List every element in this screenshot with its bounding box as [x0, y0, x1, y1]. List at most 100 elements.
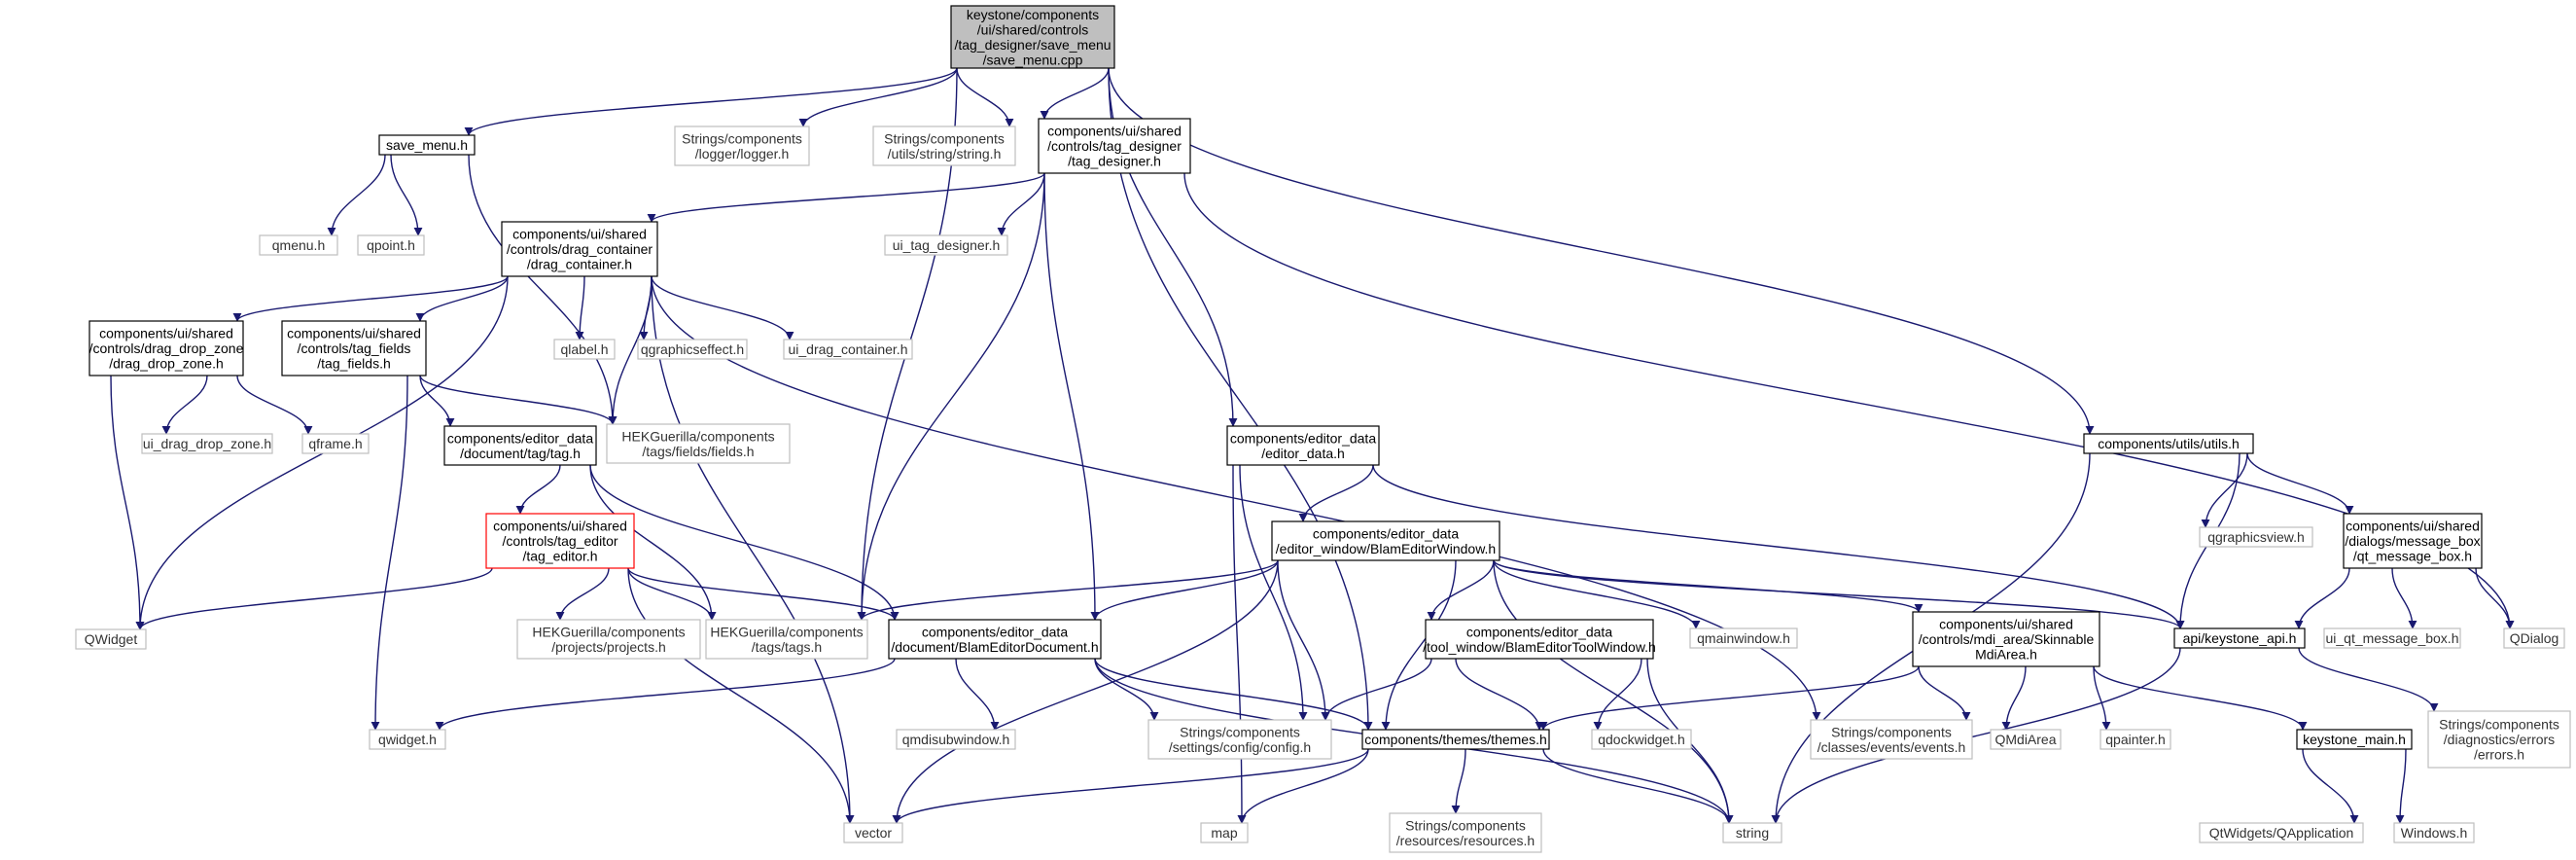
node-label-line: qgraphicsview.h	[2207, 529, 2305, 545]
node-windows_h[interactable]: Windows.h	[2393, 822, 2475, 843]
node-label-line: string	[1736, 825, 1769, 841]
node-projects_h[interactable]: HEKGuerilla/components/projects/projects…	[516, 619, 701, 660]
node-errors_h[interactable]: Strings/components/diagnostics/errors/er…	[2427, 710, 2571, 769]
node-label-line: /editor_data.h	[1261, 446, 1345, 461]
node-tag_fields_h[interactable]: components/ui/shared/controls/tag_fields…	[281, 320, 427, 376]
node-box	[1912, 611, 2100, 667]
edge-keystone_main_h-to-windows_h	[2395, 748, 2407, 824]
node-qgraphicseffect_h[interactable]: qgraphicseffect.h	[637, 339, 748, 360]
edge-skinnable_mdi_h-to-themes_h	[1538, 665, 1920, 731]
edge-drag_drop_zone_h-to-ui_drag_drop_zone_h	[161, 375, 208, 435]
node-ui_qt_message_box_h[interactable]: ui_qt_message_box.h	[2323, 627, 2461, 649]
node-qmenu_h[interactable]: qmenu.h	[259, 234, 338, 256]
node-qmdisubwindow_h[interactable]: qmdisubwindow.h	[896, 729, 1016, 750]
node-resources_h[interactable]: Strings/components/resources/resources.h	[1389, 812, 1542, 853]
node-label-line: ui_drag_drop_zone.h	[143, 436, 271, 451]
node-label-line: components/editor_data	[1466, 624, 1612, 639]
edge-tag_fields_h-to-qwidget_h	[371, 375, 408, 731]
edge-save_menu_cpp-to-tag_designer_h	[1040, 67, 1110, 120]
edge-qt_message_box_h-to-ui_qt_message_box_h	[2391, 567, 2417, 629]
node-qpainter_h[interactable]: qpainter.h	[2100, 729, 2171, 750]
node-tag_h[interactable]: components/editor_data/document/tag/tag.…	[443, 425, 597, 466]
node-box	[888, 619, 1102, 660]
edge-drag_container_h-to-tag_fields_h	[415, 275, 509, 322]
node-skinnable_mdi_h[interactable]: components/ui/shared/controls/mdi_area/S…	[1912, 611, 2100, 667]
node-blam_editor_window_h[interactable]: components/editor_data/editor_window/Bla…	[1271, 520, 1500, 561]
node-qgraphicsview_h[interactable]: qgraphicsview.h	[2199, 526, 2313, 548]
edge-qt_message_box_h-to-keystone_api_h	[2294, 567, 2350, 629]
node-label-line: qpoint.h	[367, 237, 415, 253]
node-box	[1271, 520, 1500, 561]
node-label-line: Strings/components	[682, 130, 802, 146]
node-blam_editor_document_h[interactable]: components/editor_data/document/BlamEdit…	[888, 619, 1102, 660]
node-editor_data_h[interactable]: components/editor_data/editor_data.h	[1226, 425, 1380, 466]
node-vector[interactable]: vector	[843, 822, 903, 843]
node-qapplication[interactable]: QtWidgets/QApplication	[2199, 822, 2364, 843]
node-qmdiarea[interactable]: QMdiArea	[1990, 729, 2062, 750]
node-map[interactable]: map	[1200, 822, 1249, 843]
node-blam_tool_window_h[interactable]: components/editor_data/tool_window/BlamE…	[1423, 619, 1656, 660]
node-qmainwindow_h[interactable]: qmainwindow.h	[1689, 627, 1798, 649]
node-qpoint_h[interactable]: qpoint.h	[357, 234, 425, 256]
node-box	[2199, 526, 2313, 548]
node-box	[637, 339, 748, 360]
node-events_h[interactable]: Strings/components/classes/events/events…	[1810, 719, 1973, 760]
node-label-line: Windows.h	[2401, 825, 2467, 841]
node-label-line: qwidget.h	[378, 732, 437, 747]
node-save_menu_h[interactable]: save_menu.h	[378, 134, 476, 156]
node-qdockwidget_h[interactable]: qdockwidget.h	[1591, 729, 1692, 750]
edge-save_menu_cpp-to-themes_h	[1108, 67, 1373, 731]
node-ui_drag_container_h[interactable]: ui_drag_container.h	[783, 339, 913, 360]
node-ui_drag_drop_zone_h[interactable]: ui_drag_drop_zone.h	[141, 433, 273, 454]
node-qframe_h[interactable]: qframe.h	[301, 433, 370, 454]
edge-drag_container_h-to-drag_drop_zone_h	[232, 275, 509, 322]
edge-blam_editor_document_h-to-themes_h	[1094, 658, 1373, 731]
node-box	[872, 125, 1016, 166]
node-label-line: components/editor_data	[922, 624, 1068, 639]
node-themes_h[interactable]: components/themes/themes.h	[1361, 729, 1550, 750]
edge-skinnable_mdi_h-to-events_h	[1918, 665, 1971, 721]
node-label-line: /controls/drag_drop_zone	[89, 340, 244, 356]
node-config_h[interactable]: Strings/components/settings/config/confi…	[1147, 719, 1332, 760]
node-qt_message_box_h[interactable]: components/ui/shared/dialogs/message_box…	[2343, 513, 2483, 569]
node-box	[75, 628, 147, 650]
node-qlabel_h[interactable]: qlabel.h	[553, 339, 616, 360]
edge-blam_editor_window_h-to-themes_h	[1381, 559, 1457, 731]
node-string_h[interactable]: Strings/components/utils/string/string.h	[872, 125, 1016, 166]
node-box	[2343, 513, 2483, 569]
node-string[interactable]: string	[1722, 822, 1782, 843]
node-tags_h[interactable]: HEKGuerilla/components/tags/tags.h	[705, 619, 868, 660]
edge-tag_editor_h-to-tags_h	[627, 567, 717, 621]
node-box	[1226, 425, 1380, 466]
node-drag_container_h[interactable]: components/ui/shared/controls/drag_conta…	[501, 221, 658, 277]
node-box	[2199, 822, 2364, 843]
node-logger_h[interactable]: Strings/components/logger/logger.h	[674, 125, 810, 166]
node-box	[783, 339, 913, 360]
node-label-line: /projects/projects.h	[551, 639, 666, 655]
node-drag_drop_zone_h[interactable]: components/ui/shared/controls/drag_drop_…	[88, 320, 244, 376]
node-qwidget_h[interactable]: qwidget.h	[369, 729, 446, 750]
node-keystone_main_h[interactable]: keystone_main.h	[2296, 729, 2413, 750]
node-box	[1425, 619, 1654, 660]
node-tag_editor_h[interactable]: components/ui/shared/controls/tag_editor…	[485, 513, 635, 569]
node-label-line: /classes/events/events.h	[1817, 739, 1966, 755]
edge-drag_container_h-to-vector	[651, 275, 855, 824]
edge-blam_editor_window_h-to-tags_h	[857, 559, 1279, 621]
node-fields_h[interactable]: HEKGuerilla/components/tags/fields/field…	[606, 423, 791, 464]
node-utils_h[interactable]: components/utils/utils.h	[2083, 433, 2254, 454]
node-box	[1389, 812, 1542, 853]
node-label-line: MdiArea.h	[1975, 647, 2037, 663]
node-box	[357, 234, 425, 256]
node-box	[516, 619, 701, 660]
edge-blam_editor_window_h-to-blam_editor_document_h	[1090, 559, 1279, 621]
node-qdialog[interactable]: QDialog	[2503, 627, 2565, 649]
node-qwidget_upper[interactable]: QWidget	[75, 628, 147, 650]
node-ui_tag_designer_h[interactable]: ui_tag_designer.h	[884, 234, 1008, 256]
node-label-line: components/ui/shared	[99, 326, 233, 341]
node-tag_designer_h[interactable]: components/ui/shared/controls/tag_design…	[1038, 118, 1191, 174]
edge-blam_editor_window_h-to-string	[1493, 559, 1734, 824]
node-keystone_api_h[interactable]: api/keystone_api.h	[2173, 627, 2306, 649]
edge-utils_h-to-qt_message_box_h	[2246, 452, 2354, 515]
edge-skinnable_mdi_h-to-keystone_main_h	[2093, 665, 2308, 731]
